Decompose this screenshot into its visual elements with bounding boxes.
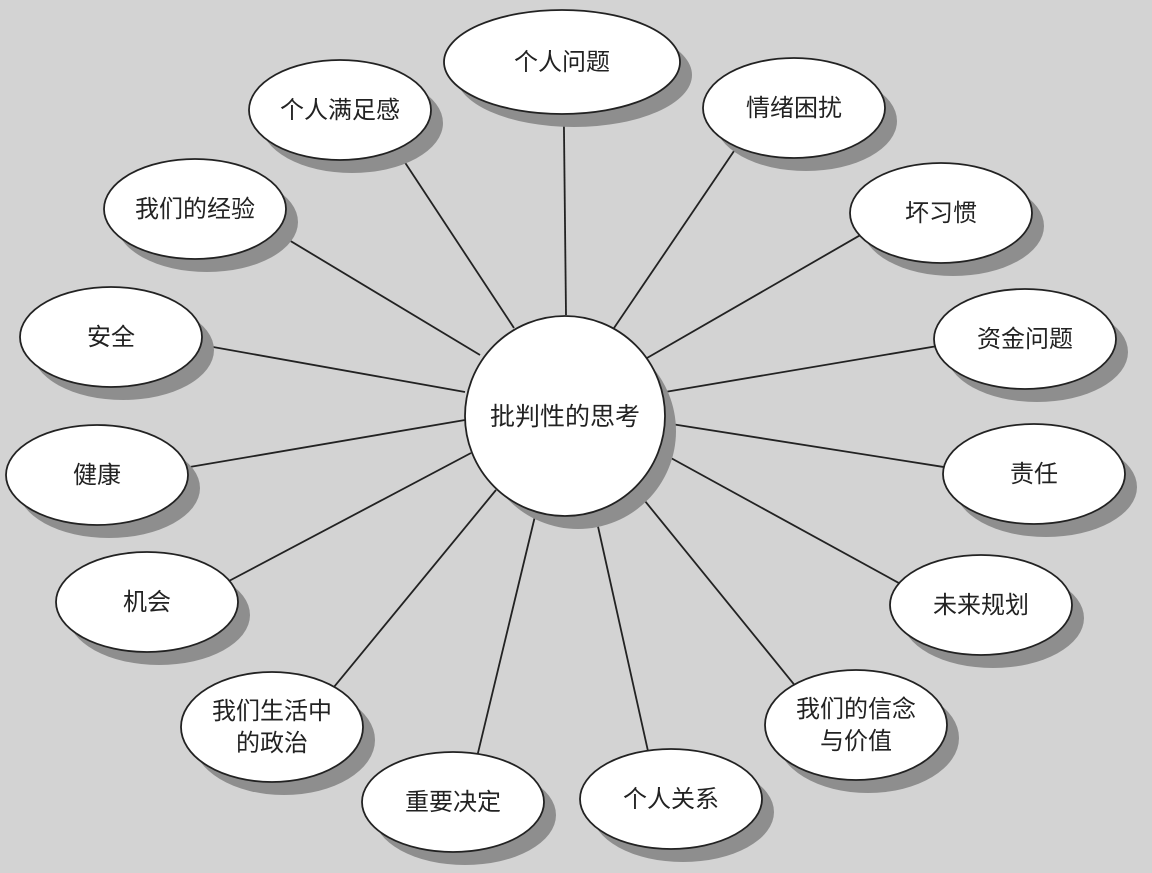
connector-responsibility [664,422,946,469]
topic-node-label: 责任 [1010,460,1058,488]
topic-node-ellipse [764,669,948,781]
topic-node-label: 重要决定 [405,788,501,816]
connector-bad-habits [646,233,862,359]
topic-node-ellipse [933,288,1117,390]
topic-node-label: 未来规划 [933,591,1029,619]
connector-health [185,419,466,469]
central-node: 批判性的思考 [464,315,676,529]
central-node-label: 批判性的思考 [490,402,640,431]
topic-node-ellipse [579,748,763,850]
topic-node-label: 个人问题 [514,48,610,76]
central-node-circle [464,315,666,517]
connector-safety [198,343,466,393]
topic-node-ellipse [443,9,681,115]
topic-node-label: 我们的经验 [135,195,255,223]
topic-node-ellipse [942,423,1126,525]
connector-our-experience [273,230,481,356]
connector-personal-issues [562,112,567,316]
topic-node-future-planning: 未来规划 [889,554,1084,668]
connector-personal-relationships [594,512,649,752]
connector-emotional-distress [613,145,739,329]
topic-node-health: 健康 [5,424,200,538]
topic-node-emotional-distress: 情绪困扰 [702,57,897,171]
topic-node-ellipse [889,554,1073,656]
connector-opportunities [227,452,472,583]
topic-node-label: 机会 [123,588,171,616]
connector-politics-in-life [332,489,497,689]
topic-node-opportunities: 机会 [55,551,250,665]
topic-node-personal-fulfillment: 个人满足感 [248,59,443,173]
topic-node-label: 资金问题 [977,325,1073,353]
topic-node-money-issues: 资金问题 [933,288,1128,402]
topic-node-label: 个人关系 [623,785,719,813]
connector-lines [185,112,946,756]
topic-node-label: 坏习惯 [905,199,977,227]
topic-node-our-experience: 我们的经验 [103,158,298,272]
topic-node-ellipse [702,57,886,159]
topic-node-label: 情绪困扰 [746,94,842,122]
connector-important-decisions [476,511,537,756]
topic-node-personal-relationships: 个人关系 [579,748,774,862]
connector-personal-fulfillment [394,147,515,329]
topic-node-responsibility: 责任 [942,423,1137,537]
topic-node-ellipse [180,671,364,783]
topic-node-ellipse [849,162,1033,264]
topic-node-label: 的政治 [236,729,308,757]
topic-node-label: 安全 [87,323,135,351]
connector-beliefs-values [635,489,796,687]
topic-node-ellipse [103,158,287,260]
topic-node-label: 个人满足感 [280,96,400,124]
connector-future-planning [659,451,901,585]
topic-node-personal-issues: 个人问题 [443,9,692,127]
topic-node-ellipse [55,551,239,653]
topic-node-ellipse [361,751,545,853]
topic-node-ellipse [19,286,203,388]
topic-node-safety: 安全 [19,286,214,400]
topic-node-label: 与价值 [820,727,892,755]
topic-node-label: 我们生活中 [212,697,332,725]
connector-money-issues [664,345,937,393]
topic-node-label: 我们的信念 [796,695,916,723]
topic-node-bad-habits: 坏习惯 [849,162,1044,276]
topic-node-ellipse [248,59,432,161]
topic-node-important-decisions: 重要决定 [361,751,556,865]
topic-node-ellipse [5,424,189,526]
topic-node-label: 健康 [73,461,121,489]
